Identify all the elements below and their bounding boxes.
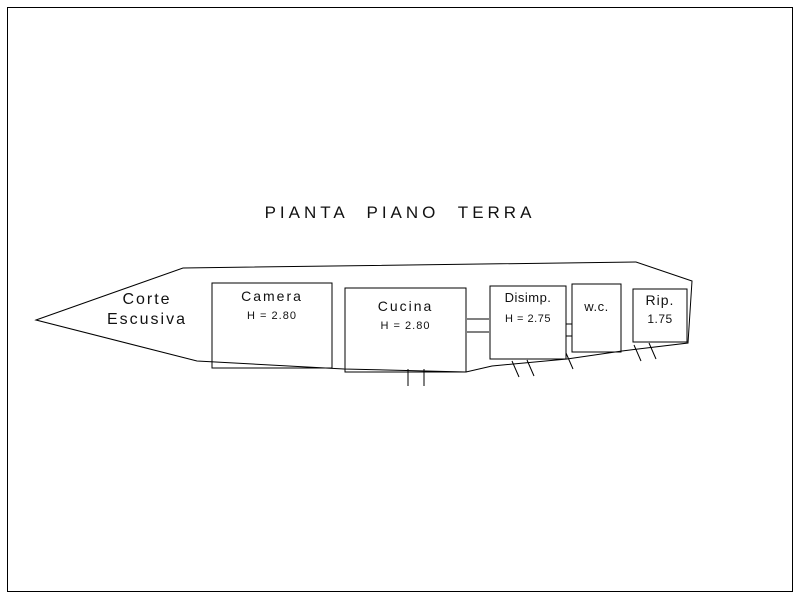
camera-height-label: H = 2.80 — [247, 309, 297, 322]
room-disimp-outline — [489, 285, 567, 360]
room-label-disimp: Disimp. H = 2.75 — [490, 290, 566, 327]
room-camera-outline — [211, 282, 333, 369]
disimp-height-label: H = 2.75 — [505, 313, 551, 326]
room-label-rip: Rip. 1.75 — [633, 292, 687, 327]
cucina-label: Cucina — [377, 298, 434, 314]
door-window-ticks — [407, 318, 657, 386]
disimp-label: Disimp. — [504, 290, 552, 305]
cucina-height-label: H = 2.80 — [380, 319, 431, 332]
wc-label: w.c. — [584, 299, 609, 314]
plan-title: PIANTA PIANO TERRA — [264, 203, 536, 222]
room-wc-outline — [571, 283, 622, 353]
rip-label: Rip. — [645, 292, 675, 308]
room-cucina-outline — [344, 287, 467, 373]
room-label-wc: w.c. — [572, 299, 621, 315]
room-label-corte: Corte Escusiva — [88, 290, 206, 330]
corte-label-line2: Escusiva — [106, 311, 188, 328]
room-rip-outline — [632, 288, 688, 343]
room-label-camera: Camera H = 2.80 — [212, 288, 332, 323]
corte-label-line1: Corte — [122, 291, 172, 308]
camera-label: Camera — [241, 288, 303, 304]
rip-height-label: 1.75 — [647, 311, 673, 326]
room-label-cucina: Cucina H = 2.80 — [345, 298, 466, 333]
